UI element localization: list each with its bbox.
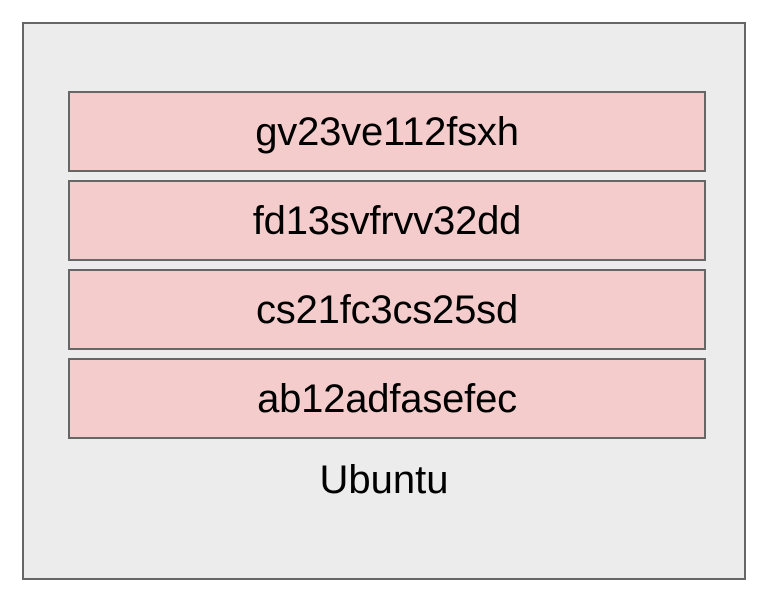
item-box-4[interactable]: ab12adfasefec: [68, 358, 706, 439]
item-box-2[interactable]: fd13svfrvv32dd: [68, 180, 706, 261]
item-label-3: cs21fc3cs25sd: [256, 287, 518, 332]
item-label-1: gv23ve112fsxh: [255, 109, 519, 154]
item-stack: gv23ve112fsxh fd13svfrvv32dd cs21fc3cs25…: [68, 91, 706, 439]
item-box-3[interactable]: cs21fc3cs25sd: [68, 269, 706, 350]
item-box-1[interactable]: gv23ve112fsxh: [68, 91, 706, 172]
ubuntu-group-container: gv23ve112fsxh fd13svfrvv32dd cs21fc3cs25…: [22, 22, 746, 580]
item-label-4: ab12adfasefec: [257, 376, 517, 421]
item-label-2: fd13svfrvv32dd: [252, 198, 522, 243]
group-caption: Ubuntu: [319, 458, 449, 502]
